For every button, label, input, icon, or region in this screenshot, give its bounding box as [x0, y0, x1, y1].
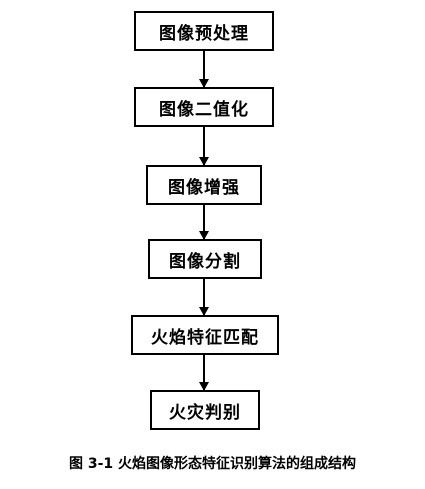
flow-arrow-5-6 — [199, 355, 209, 391]
flow-node-fire-judgment: 火灾判别 — [150, 390, 260, 430]
flow-node-image-binarization: 图像二值化 — [134, 87, 274, 127]
flow-arrow-2-3 — [199, 127, 209, 166]
flow-arrow-3-4 — [199, 205, 209, 240]
flow-node-image-enhancement: 图像增强 — [146, 165, 262, 205]
figure-caption: 图 3-1 火焰图像形态特征识别算法的组成结构 — [68, 456, 357, 472]
flow-arrow-4-5 — [199, 279, 209, 316]
flow-node-image-segmentation: 图像分割 — [148, 239, 262, 279]
flow-node-image-preprocessing: 图像预处理 — [134, 11, 274, 51]
flow-node-flame-feature-matching: 火焰特征匹配 — [131, 315, 279, 355]
flow-arrow-1-2 — [199, 51, 209, 88]
